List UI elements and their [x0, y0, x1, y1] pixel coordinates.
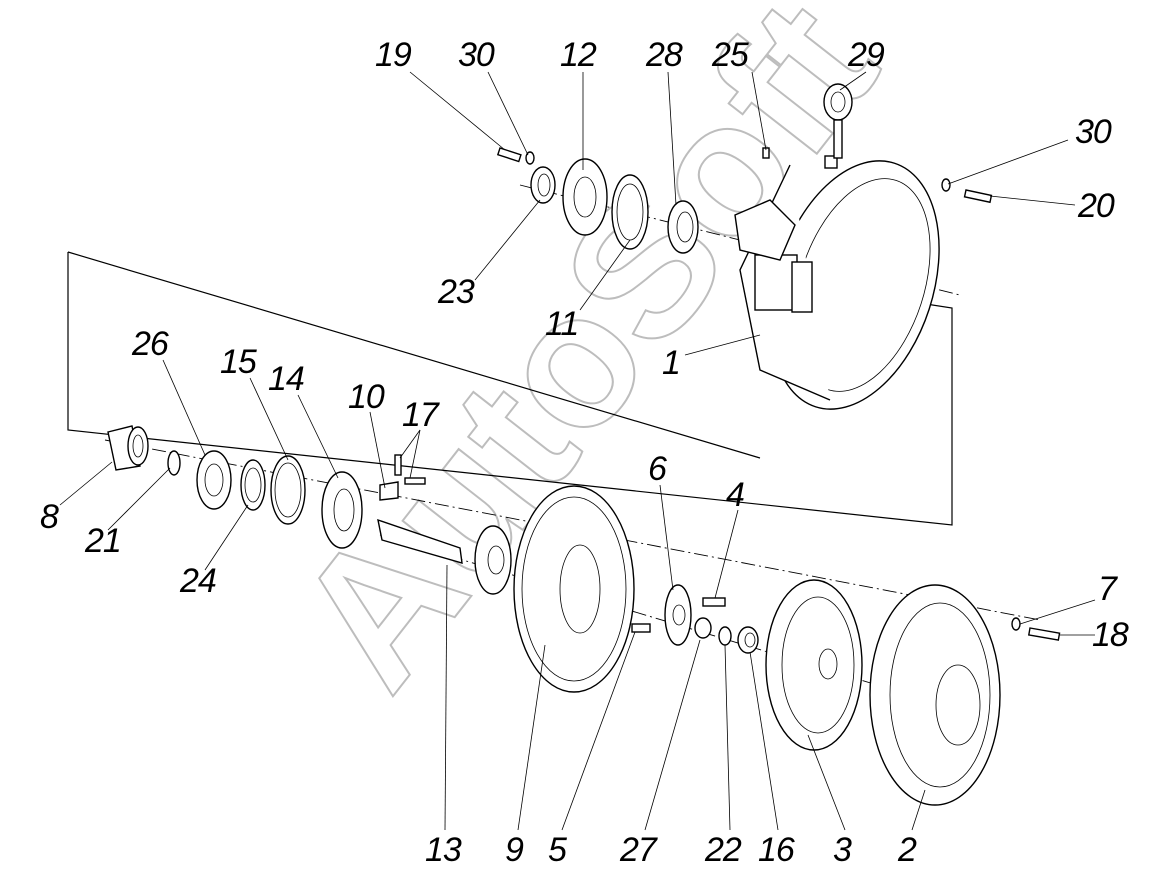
label-15: 15: [220, 343, 257, 381]
part-bearing-28: [667, 200, 699, 254]
label-21: 21: [84, 522, 121, 560]
part-bolt-19: [496, 147, 522, 163]
label-3: 3: [833, 831, 852, 869]
part-shaft-13: [377, 518, 512, 595]
label-16: 16: [758, 831, 795, 869]
label-29: 29: [847, 36, 885, 74]
part-washer-30b: [941, 178, 951, 192]
part-pin-5: [631, 623, 651, 633]
label-25: 25: [711, 36, 749, 74]
label-12: 12: [560, 36, 597, 74]
label-6: 6: [648, 450, 667, 488]
part-bearing-26: [196, 450, 232, 510]
leader-lines: [59, 71, 1096, 831]
label-17: 17: [402, 396, 440, 434]
part-cover-12: [562, 158, 608, 236]
label-13: 13: [425, 831, 462, 869]
label-22: 22: [704, 831, 742, 869]
part-bolt-20: [963, 189, 993, 204]
label-28: 28: [645, 36, 683, 74]
label-26: 26: [131, 325, 169, 363]
part-bushing-16: [737, 626, 759, 654]
label-30-right: 30: [1075, 113, 1112, 151]
part-ring-22: [718, 626, 732, 646]
part-gasket-15: [270, 455, 306, 525]
part-seal-23: [530, 166, 556, 204]
part-eye-bolt: [823, 83, 853, 159]
part-seal-24: [240, 459, 266, 511]
part-bushing-8: [107, 425, 149, 471]
part-cover-14: [321, 471, 363, 549]
part-washer-7: [1011, 617, 1021, 631]
part-bolt-17: [394, 454, 426, 485]
part-labels: 19 30 12 28 25 29 30 20 23 11 1 26 15 14…: [40, 36, 1130, 869]
part-pressure-plate-2: [869, 584, 1001, 806]
part-flywheel-9: [513, 485, 635, 693]
part-flange-6: [664, 584, 692, 646]
label-23: 23: [437, 273, 475, 311]
part-bearing-27: [694, 617, 712, 639]
label-18: 18: [1092, 616, 1129, 654]
part-gasket-11: [611, 174, 649, 250]
label-8: 8: [40, 498, 59, 536]
part-housing: [734, 155, 940, 410]
part-clutch-disc-3: [765, 579, 863, 751]
part-plate-10: [379, 481, 399, 501]
label-1: 1: [662, 344, 680, 382]
label-2: 2: [897, 831, 917, 869]
label-9: 9: [505, 831, 524, 869]
label-5: 5: [548, 831, 567, 869]
label-11: 11: [545, 305, 578, 343]
part-bolt-18: [1027, 627, 1061, 641]
label-19: 19: [375, 36, 412, 74]
label-24: 24: [179, 562, 216, 600]
label-30-top: 30: [458, 36, 495, 74]
part-ring-21: [167, 450, 181, 476]
label-20: 20: [1077, 187, 1115, 225]
label-10: 10: [348, 378, 385, 416]
part-bolt-4: [702, 597, 726, 607]
label-14: 14: [268, 360, 304, 398]
label-4: 4: [726, 476, 744, 514]
label-27: 27: [619, 831, 658, 869]
label-7: 7: [1098, 570, 1118, 608]
